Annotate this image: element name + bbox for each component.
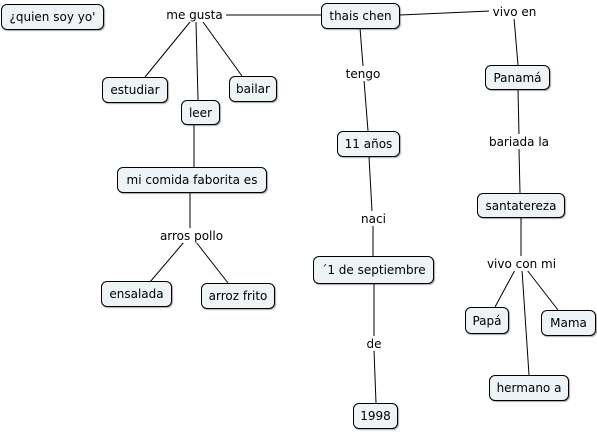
link-edad-naci bbox=[368, 156, 373, 212]
concept-node-anio[interactable]: 1998 bbox=[353, 403, 398, 429]
concept-node-edad[interactable]: 11 años bbox=[337, 131, 400, 157]
link-arros-pollo-ensalada bbox=[149, 241, 185, 283]
link-bariada-la-santatereza bbox=[518, 148, 521, 194]
link-de-anio bbox=[373, 349, 377, 404]
link-me-gusta-leer bbox=[195, 21, 199, 101]
link-vivo-con-mi-hermano bbox=[521, 269, 530, 376]
concept-node-hermano[interactable]: hermano a bbox=[489, 375, 569, 401]
concept-node-leer[interactable]: leer bbox=[181, 100, 220, 125]
link-root-vivo-en bbox=[399, 10, 491, 16]
concept-node-arroz-frito[interactable]: arroz frito bbox=[201, 283, 275, 309]
concept-node-panama[interactable]: Panamá bbox=[485, 65, 550, 90]
linking-phrase-arros-pollo: arros pollo bbox=[155, 228, 228, 243]
concept-node-fecha-nacimiento[interactable]: ´1 de septiembre bbox=[313, 256, 434, 284]
link-vivo-con-mi-papa bbox=[494, 269, 516, 308]
concept-node-mama[interactable]: Mama bbox=[541, 310, 596, 336]
title-node[interactable]: ¿quien soy yo' bbox=[1, 4, 104, 30]
linking-phrase-tengo: tengo bbox=[343, 66, 383, 81]
linking-phrase-vivo-en: vivo en bbox=[489, 4, 540, 19]
concept-node-estudiar[interactable]: estudiar bbox=[102, 77, 168, 103]
concept-node-mi-comida[interactable]: mi comida faborita es bbox=[117, 167, 267, 193]
linking-phrase-me-gusta: me gusta bbox=[163, 7, 226, 22]
linking-phrase-de: de bbox=[362, 336, 386, 351]
link-me-gusta-bailar bbox=[202, 21, 243, 77]
root-concept-node[interactable]: thais chen bbox=[321, 3, 400, 29]
link-panama-bariada-la bbox=[517, 88, 520, 136]
link-me-gusta-estudiar bbox=[144, 21, 191, 78]
concept-node-ensalada[interactable]: ensalada bbox=[101, 281, 172, 307]
concept-node-bailar[interactable]: bailar bbox=[229, 76, 277, 102]
link-vivo-con-mi-mama bbox=[526, 269, 559, 311]
concept-node-santatereza[interactable]: santatereza bbox=[477, 193, 565, 218]
link-root-tengo bbox=[359, 27, 364, 67]
link-arros-pollo-arroz-frito bbox=[195, 241, 229, 284]
linking-phrase-naci: naci bbox=[357, 211, 390, 226]
concept-node-papa[interactable]: Papá bbox=[465, 307, 509, 334]
linking-phrase-vivo-con-mi: vivo con mi bbox=[483, 256, 560, 271]
link-tengo-edad bbox=[363, 79, 369, 132]
link-vivo-en-panama bbox=[513, 17, 519, 66]
linking-phrase-bariada-la: bariada la bbox=[485, 134, 553, 149]
